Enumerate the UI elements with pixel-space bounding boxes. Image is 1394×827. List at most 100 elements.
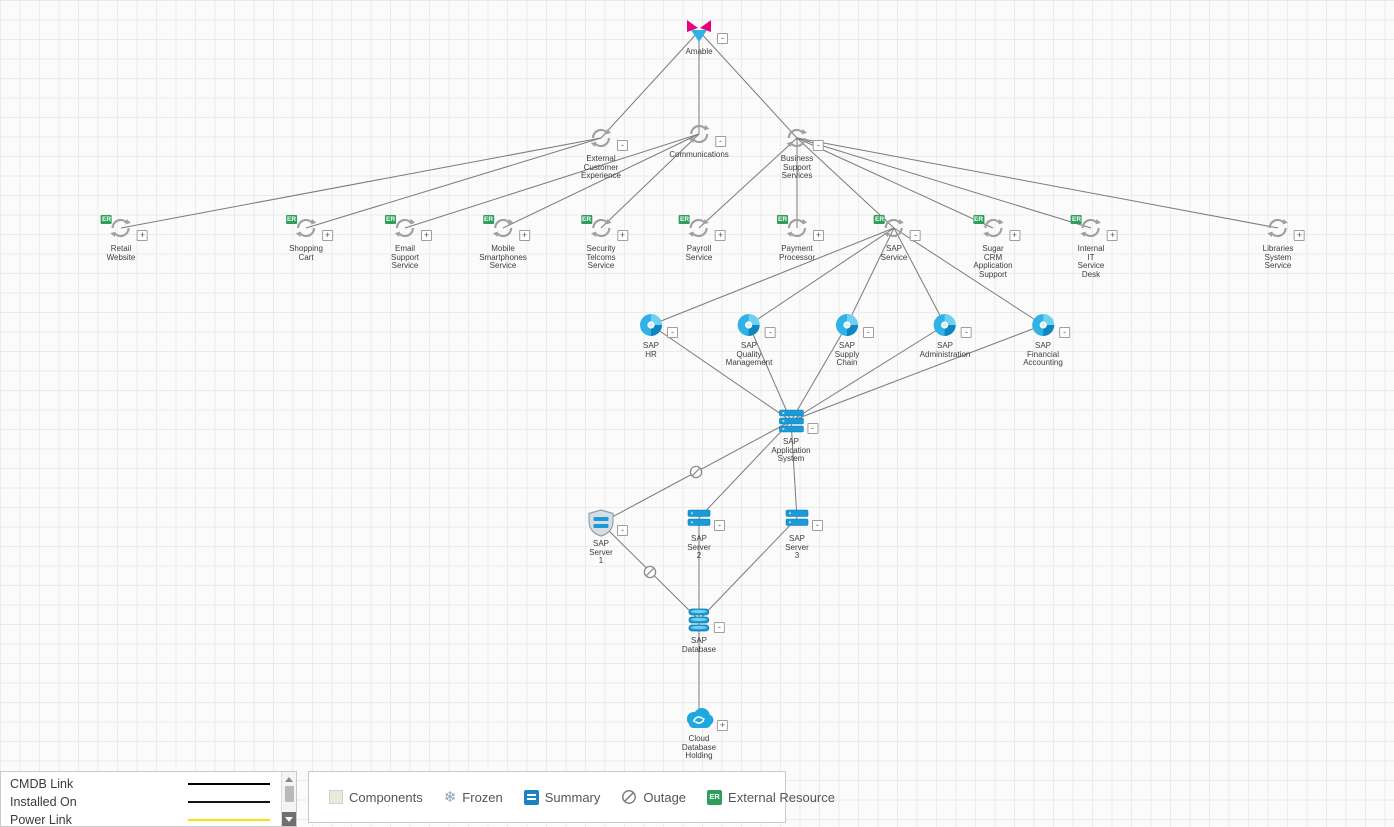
- scrollbar-up-icon[interactable]: [285, 777, 293, 782]
- link-type-row: Installed On: [1, 793, 296, 811]
- expander-toggle[interactable]: -: [617, 525, 628, 536]
- node-label-word: System: [777, 454, 805, 463]
- node-icon-box: ER+: [972, 214, 1020, 242]
- external-resource-badge: ER: [1071, 215, 1083, 224]
- edge-sap-quality-management--sap-application-system: [748, 324, 792, 422]
- org-logo-icon: [684, 18, 714, 44]
- expander-toggle[interactable]: -: [764, 327, 776, 338]
- node-icon-box: -: [686, 120, 726, 148]
- service-icon: [784, 215, 810, 241]
- link-type-row: Power Link: [1, 811, 296, 827]
- external-resource-badge: ER: [874, 215, 886, 224]
- expander-toggle[interactable]: +: [617, 230, 628, 241]
- expander-toggle[interactable]: +: [136, 230, 148, 241]
- scrollbar-down-icon[interactable]: [281, 812, 296, 826]
- edge-amable--external-customer-experience: [600, 30, 700, 139]
- expander-toggle[interactable]: -: [813, 140, 824, 151]
- service-icon: [108, 215, 134, 241]
- node-icon-box: -: [588, 509, 628, 537]
- expander-toggle[interactable]: -: [812, 520, 823, 531]
- edge-sap-application-system--sap-server-3: [790, 420, 798, 519]
- node-label-word: HR: [645, 349, 657, 359]
- node-label-word: CRM: [983, 252, 1003, 262]
- expander-toggle[interactable]: -: [1059, 327, 1070, 338]
- node-label-word: Supply: [834, 349, 860, 359]
- expander-toggle[interactable]: +: [421, 230, 432, 241]
- expander-toggle[interactable]: +: [1107, 230, 1118, 241]
- scrollbar-thumb[interactable]: [284, 786, 294, 802]
- legend-label: Summary: [544, 789, 601, 805]
- link-type-label: Power Link: [10, 813, 72, 827]
- edge-external-customer-experience--shopping-cart: [305, 137, 602, 229]
- node-icon-box: ER+: [679, 214, 726, 242]
- expander-toggle[interactable]: -: [717, 33, 728, 44]
- node-amable[interactable]: -Amable: [684, 17, 728, 57]
- components-icon: [329, 790, 343, 804]
- legend-scrollbar[interactable]: [281, 772, 296, 826]
- legend-label: External Resource: [728, 789, 835, 805]
- expander-toggle[interactable]: +: [812, 230, 824, 241]
- database-icon: [687, 607, 711, 633]
- legend-label: Components: [349, 789, 423, 805]
- expander-toggle[interactable]: -: [961, 327, 972, 338]
- disc-icon: [834, 312, 860, 338]
- expander-toggle[interactable]: +: [1008, 230, 1020, 241]
- edge-business-support-services--internal-it-service-desk: [796, 137, 1092, 229]
- external-resource-badge: ER: [385, 215, 397, 224]
- expander-toggle[interactable]: -: [910, 230, 921, 241]
- node-label-word: Shopping: [289, 244, 323, 253]
- expander-toggle[interactable]: -: [806, 423, 818, 434]
- node-label-word: Application: [771, 445, 811, 455]
- node-label-word: SAP: [838, 341, 855, 350]
- node-label-word: SAP: [782, 437, 800, 446]
- service-icon: [686, 215, 712, 241]
- expander-toggle[interactable]: -: [617, 140, 628, 151]
- expander-toggle[interactable]: +: [322, 230, 333, 241]
- expander-toggle[interactable]: -: [667, 327, 678, 338]
- expander-toggle[interactable]: -: [714, 520, 725, 531]
- expander-toggle[interactable]: +: [717, 720, 728, 731]
- node-label-word: Communications: [669, 150, 729, 159]
- expander-toggle[interactable]: +: [715, 230, 726, 241]
- node-communications[interactable]: - Communications: [669, 120, 729, 160]
- node-icon-box: ER+: [483, 214, 530, 242]
- link-type-rows: CMDB Link Installed On Power Link: [1, 772, 296, 827]
- expander-toggle[interactable]: -: [863, 327, 874, 338]
- expander-toggle[interactable]: +: [1294, 230, 1305, 241]
- expander-toggle[interactable]: -: [714, 622, 725, 633]
- expander-toggle[interactable]: -: [714, 136, 726, 147]
- node-label-word: Services: [781, 171, 813, 180]
- expander-toggle[interactable]: +: [519, 230, 530, 241]
- node-label-word: Libraries: [1262, 244, 1294, 253]
